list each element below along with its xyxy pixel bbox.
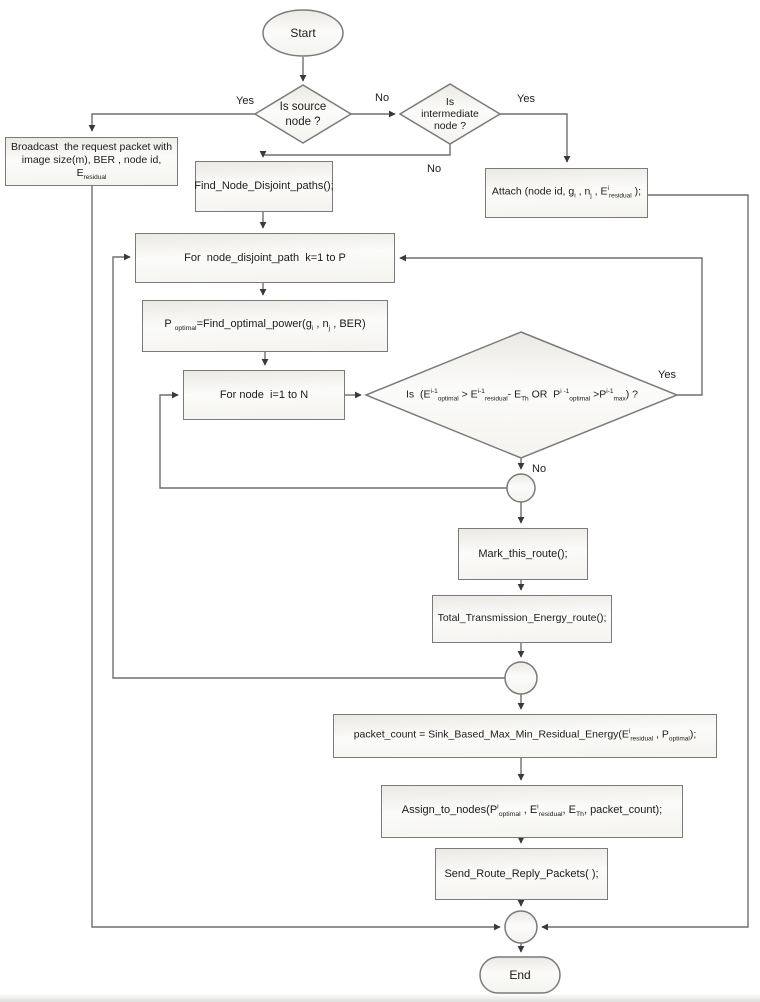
send-route-reply-box: Send_Route_Reply_Packets( ); bbox=[435, 848, 608, 900]
assign-to-nodes-box: Assign_to_nodes(Pioptimal , Eiresidual, … bbox=[381, 785, 683, 838]
edge-label-source-no: No bbox=[375, 92, 390, 104]
for-node-box: For node i=1 to N bbox=[183, 370, 345, 420]
edge-label-source-yes: Yes bbox=[236, 95, 254, 107]
for-paths-label: For node_disjoint_path k=1 to P bbox=[184, 251, 346, 264]
source-decision-shape bbox=[253, 84, 353, 144]
mark-route-label: Mark_this_route(); bbox=[478, 547, 568, 560]
start-node-shape bbox=[262, 9, 344, 57]
edge-label-intermediate-no: No bbox=[427, 163, 442, 175]
intermediate-decision-shape bbox=[398, 83, 502, 145]
edge-broadcast-to-connector3 bbox=[91, 186, 501, 931]
end-node-shape bbox=[479, 956, 561, 994]
edge-label-energy-no: No bbox=[532, 463, 547, 475]
broadcast-line1: Broadcast the request packet with bbox=[10, 140, 173, 153]
find-optimal-label: P optimal=Find_optimal_power(gi , nj , B… bbox=[164, 318, 366, 333]
total-energy-label: Total_Transmission_Energy_route(); bbox=[437, 612, 607, 625]
page-bottom-shade bbox=[0, 994, 760, 1002]
send-reply-label: Send_Route_Reply_Packets( ); bbox=[444, 867, 599, 880]
connector1-circle bbox=[506, 473, 536, 503]
edge-source-yes-to-broadcast bbox=[88, 113, 255, 132]
broadcast-line3: Eresidual bbox=[76, 167, 107, 182]
find-node-disjoint-paths-box: Find_Node_Disjoint_paths(); bbox=[194, 161, 334, 212]
edge-intermediate-no-to-find-paths bbox=[259, 144, 451, 158]
edge-label-energy-yes: Yes bbox=[658, 369, 676, 381]
energy-check-decision-shape bbox=[364, 331, 680, 459]
edge-connector2-loop-to-for-paths bbox=[112, 253, 505, 679]
edge-connector1-loop-to-for-nodes bbox=[159, 391, 507, 489]
broadcast-request-box: Broadcast the request packet with image … bbox=[5, 137, 178, 186]
total-transmission-energy-box: Total_Transmission_Energy_route(); bbox=[432, 595, 612, 643]
packet-count-label: packet_count = Sink_Based_Max_Min_Residu… bbox=[353, 727, 697, 743]
connector2-circle bbox=[504, 661, 538, 695]
find-paths-label: Find_Node_Disjoint_paths(); bbox=[194, 180, 334, 193]
assign-label: Assign_to_nodes(Pioptimal , Eiresidual, … bbox=[401, 803, 663, 819]
attach-label: Attach (node id, gi , nj , Eiresidual ); bbox=[491, 184, 642, 200]
for-nodes-label: For node i=1 to N bbox=[219, 388, 309, 401]
packet-count-box: packet_count = Sink_Based_Max_Min_Residu… bbox=[333, 714, 717, 758]
for-node-disjoint-path-box: For node_disjoint_path k=1 to P bbox=[135, 233, 395, 283]
broadcast-line2: image size(m), BER , node id, bbox=[21, 153, 162, 166]
connector3-circle bbox=[504, 910, 538, 944]
edge-intermediate-yes-to-attach bbox=[500, 113, 571, 163]
edge-attach-to-connector3 bbox=[541, 194, 749, 931]
mark-this-route-box: Mark_this_route(); bbox=[458, 528, 588, 580]
edge-label-intermediate-yes: Yes bbox=[517, 93, 535, 105]
attach-box: Attach (node id, gi , nj , Eiresidual ); bbox=[485, 168, 648, 218]
edge-energy-check-yes-to-for-paths bbox=[399, 254, 703, 396]
find-optimal-power-box: P optimal=Find_optimal_power(gi , nj , B… bbox=[142, 300, 388, 352]
